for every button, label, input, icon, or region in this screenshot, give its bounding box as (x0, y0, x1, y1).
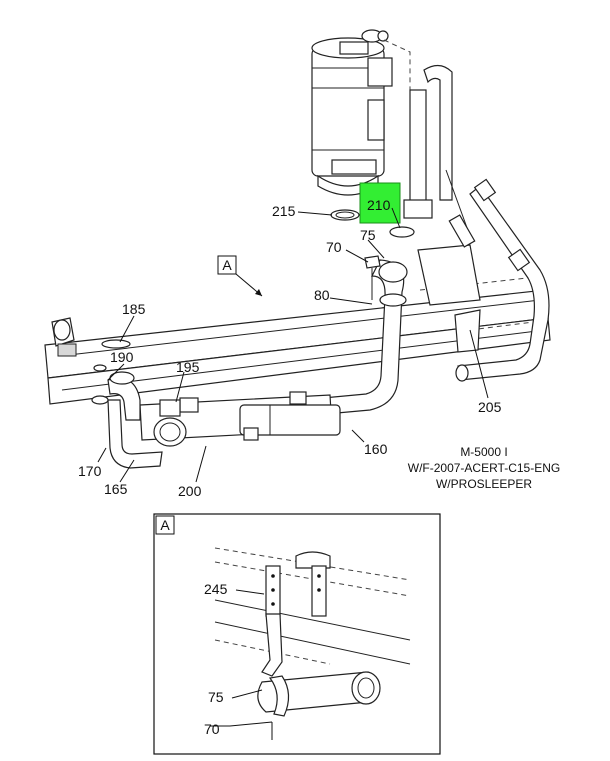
detail-ref-label: A (222, 257, 232, 273)
callout-170: 170 (78, 463, 102, 479)
stack-bracket (403, 64, 481, 306)
detail-ref-box: A (217, 255, 263, 297)
flex-joint-200 (153, 399, 187, 447)
callout-165: 165 (104, 481, 128, 497)
callout-210: 210 (367, 197, 391, 213)
caption-line-2: W/F-2007-ACERT-C15-ENG (408, 461, 560, 475)
callout-70: 70 (326, 239, 342, 255)
callout-195: 195 (176, 359, 200, 375)
highlight-part-210 (359, 182, 401, 224)
callout-215: 215 (272, 203, 296, 219)
elbow-assembly (91, 371, 163, 469)
bracket-205 (454, 309, 481, 353)
leader-lines (97, 207, 489, 483)
callout-190: 190 (110, 349, 134, 365)
callout-80: 80 (314, 287, 330, 303)
callout-200: 200 (178, 483, 202, 499)
diagram-caption: M-5000 I W/F-2007-ACERT-C15-ENG W/PROSLE… (408, 445, 560, 491)
clamp-215 (330, 209, 360, 221)
outlet-ring (389, 226, 415, 238)
callout-160: 160 (364, 441, 388, 457)
detail-label: A (160, 517, 170, 533)
detail-callout-75: 75 (208, 689, 224, 705)
left-mount (51, 317, 131, 372)
caption-line-3: W/PROSLEEPER (436, 477, 532, 491)
callout-185: 185 (122, 301, 146, 317)
callout-205: 205 (478, 399, 502, 415)
vertical-muffler (311, 29, 411, 196)
horizontal-pipe (139, 391, 341, 441)
tail-pipe (455, 178, 550, 382)
detail-callout-70: 70 (204, 721, 220, 737)
callout-75: 75 (360, 227, 376, 243)
detail-callout-245: 245 (204, 581, 228, 597)
hanger-70-75 (364, 255, 381, 300)
caption-line-1: M-5000 I (460, 445, 507, 459)
detail-a-panel: A 245 75 70 (153, 513, 441, 755)
frame-rail (44, 275, 551, 405)
